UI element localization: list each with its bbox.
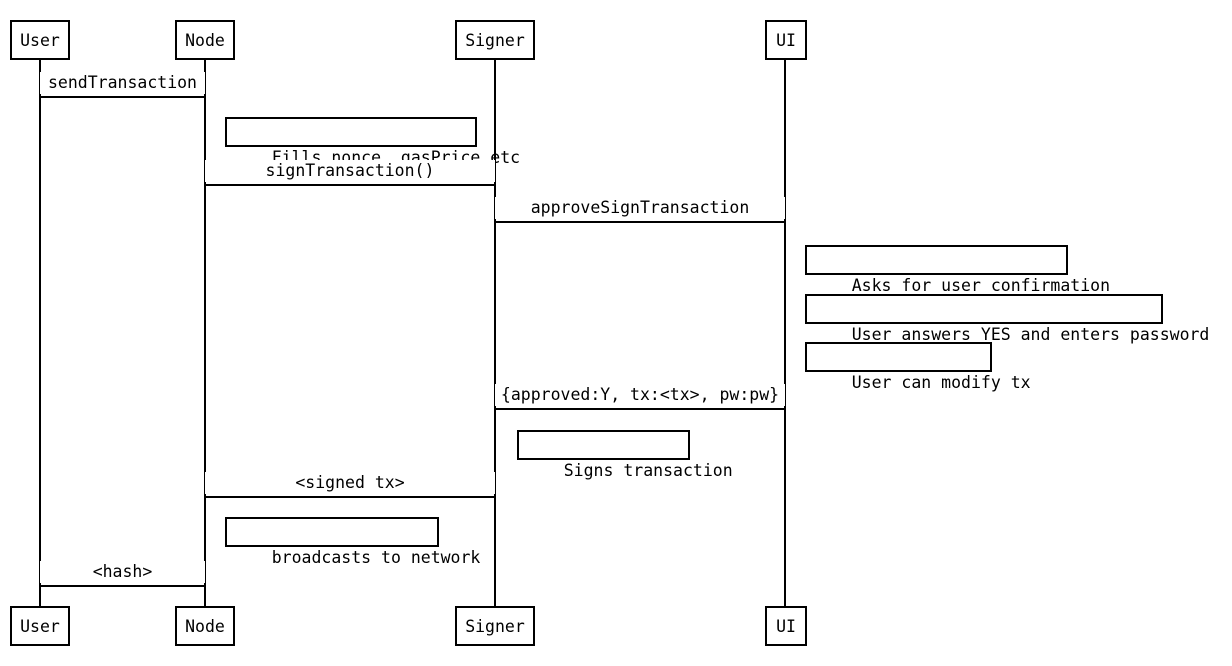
message-label-hash: <hash> <box>40 561 205 583</box>
message-line-sign-transaction <box>205 184 495 186</box>
message-label-approved-payload: {approved:Y, tx:<tx>, pw:pw} <box>495 384 785 406</box>
message-label-approve-sign-transaction: approveSignTransaction <box>495 197 785 219</box>
lifeline-user <box>39 60 41 607</box>
lifeline-node <box>204 60 206 607</box>
message-line-send-transaction <box>40 96 205 98</box>
message-label-signed-tx: <signed tx> <box>205 472 495 494</box>
message-line-hash <box>40 585 205 587</box>
actor-box-ui-bottom: UI <box>765 606 807 646</box>
note-user-answers-yes-text: User answers YES and enters password <box>851 325 1210 344</box>
message-label-send-transaction: sendTransaction <box>40 72 205 94</box>
message-line-approve-sign-transaction <box>495 221 785 223</box>
actor-box-user-bottom: User <box>10 606 70 646</box>
note-asks-confirmation: Asks for user confirmation <box>805 245 1110 295</box>
note-broadcasts-text: broadcasts to network <box>271 548 481 567</box>
note-user-can-modify-text: User can modify tx <box>851 373 1031 392</box>
actor-box-node-bottom: Node <box>175 606 235 646</box>
note-fills-nonce: Fills nonce, gasPrice etc <box>225 117 520 167</box>
note-signs-transaction-text: Signs transaction <box>563 461 733 480</box>
note-user-answers-yes: User answers YES and enters password <box>805 294 1209 344</box>
message-line-signed-tx <box>205 496 495 498</box>
message-line-approved-payload <box>495 408 785 410</box>
actor-box-user-top: User <box>10 20 70 60</box>
actor-box-signer-bottom: Signer <box>455 606 535 646</box>
lifeline-ui <box>784 60 786 607</box>
note-asks-confirmation-text: Asks for user confirmation <box>851 276 1111 295</box>
note-user-can-modify: User can modify tx <box>805 342 1031 392</box>
actor-box-signer-top: Signer <box>455 20 535 60</box>
note-broadcasts: broadcasts to network <box>225 517 480 567</box>
lifeline-signer <box>494 60 496 607</box>
actor-box-ui-top: UI <box>765 20 807 60</box>
note-signs-transaction: Signs transaction <box>517 430 733 480</box>
actor-box-node-top: Node <box>175 20 235 60</box>
message-label-sign-transaction: signTransaction() <box>205 160 495 182</box>
